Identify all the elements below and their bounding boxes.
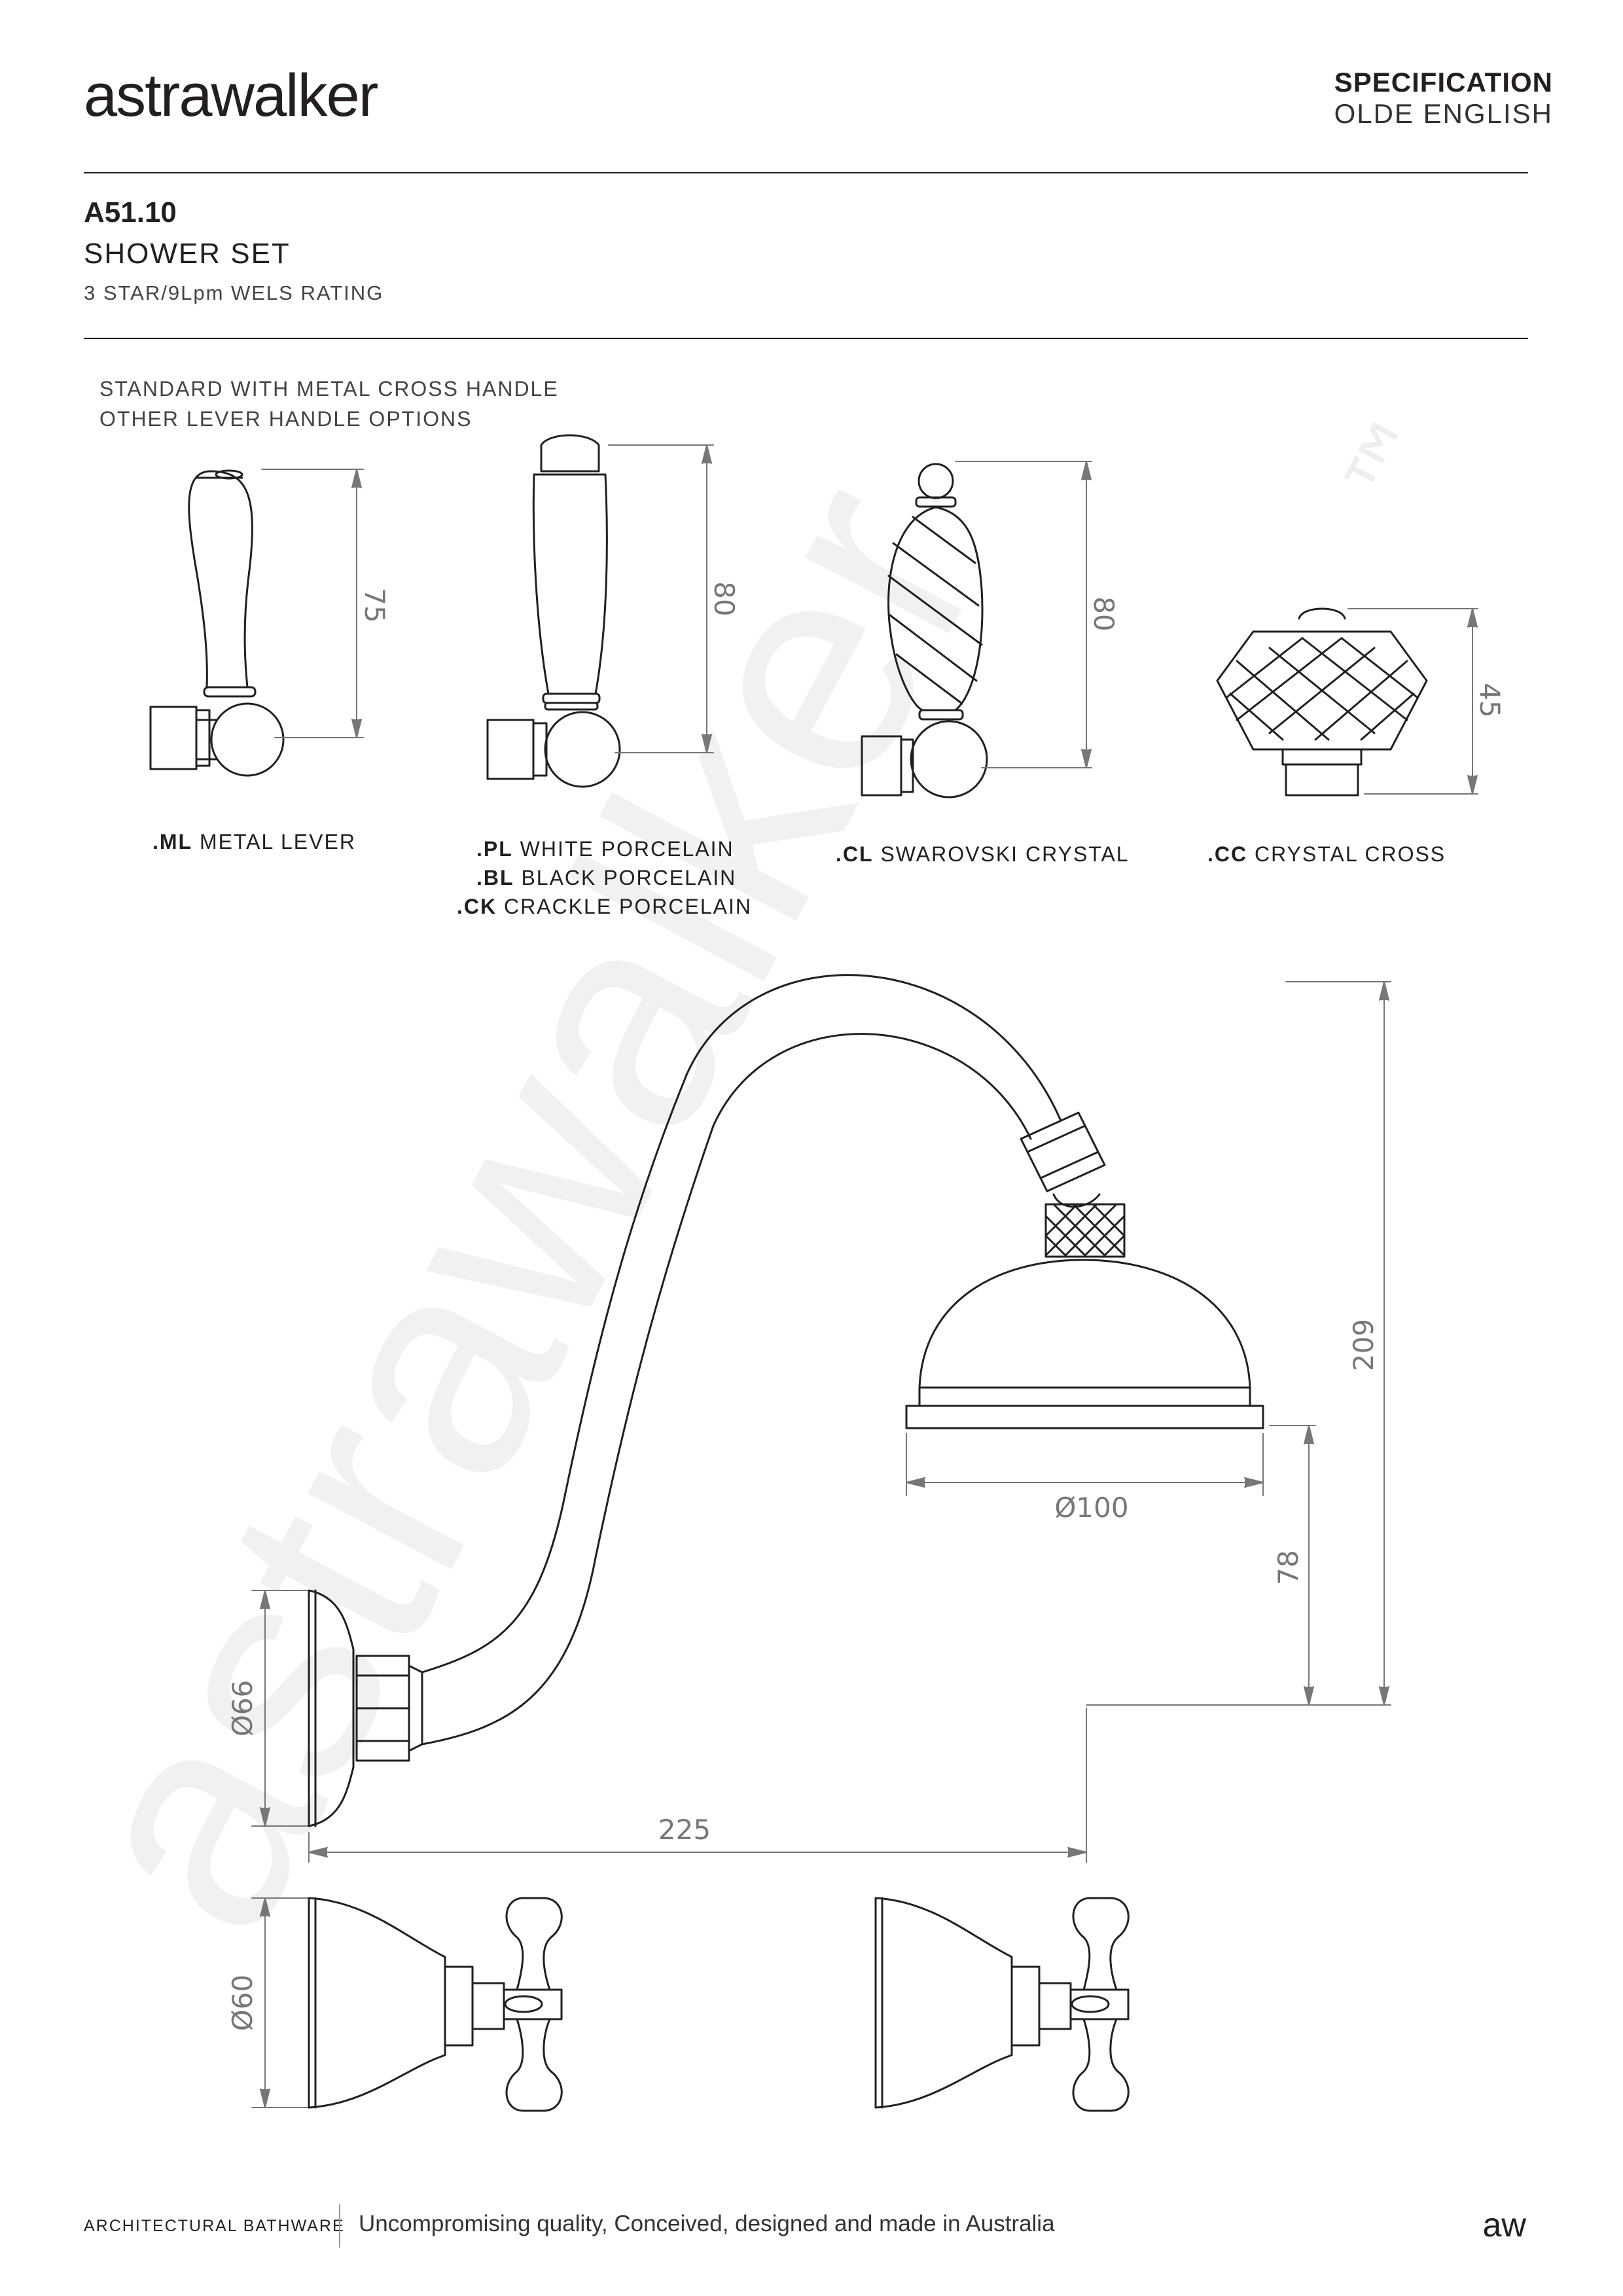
- dim-porcelain-lever: 80: [708, 581, 740, 616]
- options-line-1: STANDARD WITH METAL CROSS HANDLE: [99, 377, 559, 401]
- product-name: SHOWER SET: [84, 238, 291, 270]
- metal-lever-icon: [149, 469, 285, 777]
- caption-metal-lever: .ML METAL LEVER: [152, 830, 356, 854]
- dimension-line: [608, 444, 714, 753]
- dimension-line: [1347, 608, 1478, 795]
- product-code: A51.10: [84, 196, 177, 228]
- footer-divider: [339, 2204, 340, 2248]
- handle-code: .PL: [476, 837, 513, 861]
- handle-code: .BL: [476, 866, 514, 889]
- dim-flange-diameter: Ø66: [226, 1680, 259, 1737]
- footer-tagline: Uncompromising quality, Conceived, desig…: [359, 2211, 1055, 2236]
- handle-label: CRACKLE PORCELAIN: [504, 895, 752, 918]
- caption-porcelain: .PL WHITE PORCELAIN .BL BLACK PORCELAIN …: [457, 834, 752, 921]
- cross-tap-icon: [874, 1897, 1130, 2112]
- cross-tap-icon: [308, 1897, 563, 2112]
- spec-title: SPECIFICATION: [1334, 67, 1553, 98]
- dim-tap-flange-diameter: Ø60: [226, 1975, 259, 2032]
- spec-subtitle: OLDE ENGLISH: [1334, 98, 1553, 129]
- porcelain-lever-icon: [486, 434, 621, 788]
- caption-crystal-cross: .CC CRYSTAL CROSS: [1207, 842, 1446, 867]
- dim-crystal-cross: 45: [1474, 683, 1506, 717]
- shower-arm-icon: [308, 974, 1264, 1827]
- dim-arm-projection: 225: [658, 1814, 711, 1846]
- section-divider: [84, 338, 1528, 339]
- footer-label: ARCHITECTURAL BATHWARE: [84, 2217, 345, 2235]
- footer-brand-mark: aw: [1482, 2206, 1526, 2244]
- handle-label: BLACK PORCELAIN: [521, 866, 737, 889]
- brand-logo: astrawalker: [84, 62, 378, 129]
- handle-code: .CL: [836, 842, 874, 866]
- handle-label: CRYSTAL CROSS: [1255, 842, 1446, 866]
- handle-code: .CC: [1207, 842, 1248, 866]
- handle-label: METAL LEVER: [199, 830, 356, 853]
- caption-swarovski-crystal: .CL SWAROVSKI CRYSTAL: [836, 842, 1130, 867]
- dim-head-diameter: Ø100: [1054, 1492, 1128, 1524]
- dim-metal-lever: 75: [359, 588, 391, 622]
- crystal-lever-icon: [861, 463, 988, 798]
- dimension-line: [261, 469, 364, 738]
- handle-code: .CK: [457, 895, 497, 918]
- handle-code: .ML: [152, 830, 193, 853]
- header-divider: [84, 172, 1528, 173]
- dim-head-drop: 78: [1272, 1550, 1304, 1585]
- crystal-cross-icon: [1216, 607, 1428, 797]
- dim-arm-height: 209: [1347, 1319, 1380, 1371]
- wels-rating: 3 STAR/9Lpm WELS RATING: [84, 281, 384, 304]
- options-line-2: OTHER LEVER HANDLE OPTIONS: [99, 407, 473, 431]
- handle-label: SWAROVSKI CRYSTAL: [880, 842, 1130, 866]
- dimension-line: [251, 981, 1391, 2108]
- dim-crystal-lever: 80: [1088, 596, 1120, 631]
- dimension-line: [955, 461, 1092, 768]
- handle-label: WHITE PORCELAIN: [520, 837, 734, 861]
